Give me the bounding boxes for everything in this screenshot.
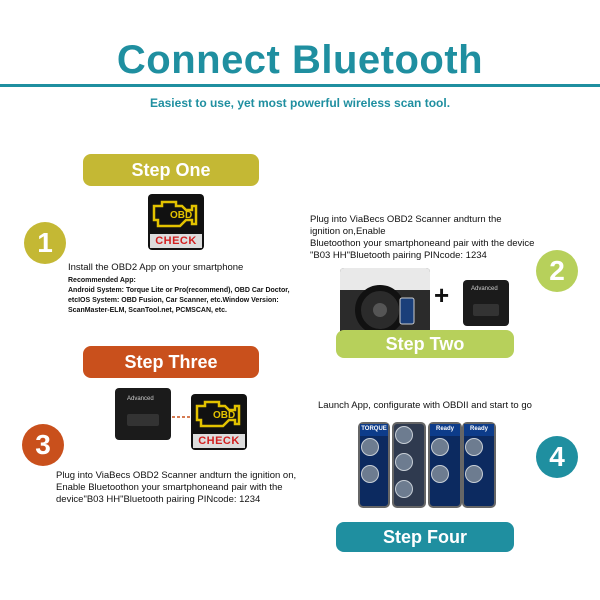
step-three-line: Enable Bluetoothon your smartphoneand pa…	[56, 482, 283, 493]
phone-screen	[392, 422, 426, 508]
phone-title: Ready	[430, 424, 460, 436]
step-two-line: Bluetoothon your smartphoneand pair with…	[310, 238, 535, 249]
engine-check-icon: OBD CHECK	[191, 394, 247, 450]
step-one-number: 1	[24, 222, 66, 264]
step-one-heading: Install the OBD2 App on your smartphone	[68, 262, 244, 273]
gauge-icon	[395, 453, 413, 471]
page-subtitle: Easiest to use, yet most powerful wirele…	[149, 96, 451, 110]
step-two-text: Plug into ViaBecs OBD2 Scanner andturn t…	[310, 214, 570, 262]
step-two-label: Step Two	[336, 330, 514, 358]
step-four-text: Launch App, configurate with OBDII and s…	[318, 400, 532, 411]
device-label: Advanced	[471, 286, 498, 292]
gauge-icon	[431, 465, 449, 483]
phone-screen: Ready	[428, 422, 462, 508]
phone-screen: Ready	[462, 422, 496, 508]
engine-icon: OBD	[152, 200, 198, 228]
obd-scanner-device: Advanced	[115, 388, 171, 440]
gauge-icon	[361, 438, 379, 456]
step-one-line: Recommended App:	[68, 277, 136, 284]
gauge-icon	[395, 426, 413, 444]
obd-scanner-device: Advanced	[463, 280, 509, 326]
phone-screen: TORQUE	[358, 422, 390, 508]
title-divider	[0, 84, 600, 87]
step-two-line: ignition on,Enable	[310, 226, 386, 237]
gauge-icon	[465, 438, 483, 456]
step-two-line: "B03 HH"Bluetooth pairing PINcode: 1234	[310, 250, 487, 261]
step-three-line: Plug into ViaBecs OBD2 Scanner andturn t…	[56, 470, 297, 481]
obd-text: OBD	[213, 410, 235, 421]
step-one-line: Android System: Torque Lite or Pro(recom…	[68, 287, 290, 294]
step-three-line: device"B03 HH"Bluetooth pairing PINcode:…	[56, 494, 261, 505]
app-screenshots: TORQUE Ready Ready	[358, 422, 496, 510]
step-three-number: 3	[22, 424, 64, 466]
car-interior-image	[340, 268, 430, 336]
phone-title: TORQUE	[360, 424, 388, 436]
engine-check-icon: OBD CHECK	[148, 194, 204, 250]
step-one-label: Step One	[83, 154, 259, 186]
gauge-icon	[465, 465, 483, 483]
gauge-icon	[431, 438, 449, 456]
page-title: Connect Bluetooth	[116, 38, 484, 82]
device-light	[127, 414, 159, 426]
step-one-line: etcIOS System: OBD Fusion, Car Scanner, …	[68, 297, 279, 304]
step-three-text: Plug into ViaBecs OBD2 Scanner andturn t…	[56, 470, 316, 506]
steering-wheel-icon	[340, 268, 430, 335]
step-one-line: ScanMaster-ELM, ScanTool.net, PCMSCAN, e…	[68, 307, 227, 314]
gauge-icon	[395, 480, 413, 498]
step-two-number: 2	[536, 250, 578, 292]
step-four-label: Step Four	[336, 522, 514, 552]
engine-icon: OBD	[195, 400, 241, 428]
check-text: CHECK	[150, 234, 202, 248]
plus-sign: +	[434, 280, 450, 310]
device-label: Advanced	[127, 396, 154, 402]
obd-text: OBD	[170, 210, 192, 221]
device-light	[473, 304, 499, 316]
step-one-details: Recommended App: Android System: Torque …	[68, 276, 318, 316]
step-three-label: Step Three	[83, 346, 259, 378]
gauge-icon	[361, 465, 379, 483]
phone-title: Ready	[464, 424, 494, 436]
check-text: CHECK	[193, 434, 245, 448]
step-four-number: 4	[536, 436, 578, 478]
step-two-line: Plug into ViaBecs OBD2 Scanner andturn t…	[310, 214, 502, 225]
